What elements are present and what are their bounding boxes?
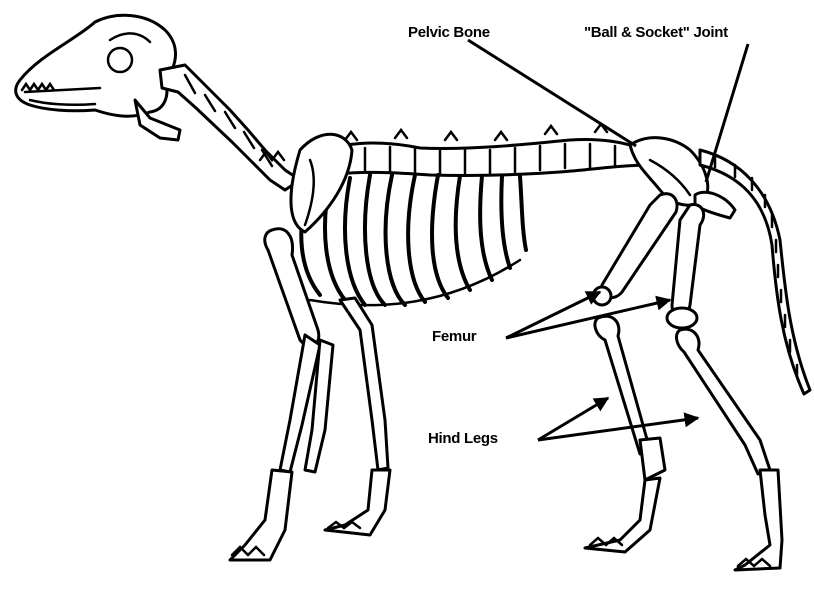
femur-leader-left <box>506 292 600 338</box>
pelvis <box>630 138 735 218</box>
skull <box>16 15 180 140</box>
pelvic-bone-label: Pelvic Bone <box>408 24 490 41</box>
femur-leader-right <box>506 300 670 338</box>
tail <box>700 150 810 394</box>
ball-socket-joint-label: "Ball & Socket" Joint <box>584 24 728 41</box>
pelvic-bone-leader <box>468 40 636 146</box>
hind-legs-leader-right <box>538 418 698 440</box>
hind-legs <box>585 194 782 570</box>
femur-label: Femur <box>432 328 476 345</box>
hind-legs-label: Hind Legs <box>428 430 498 447</box>
neck-vertebrae <box>160 65 300 190</box>
shoulder-blade <box>291 134 352 232</box>
